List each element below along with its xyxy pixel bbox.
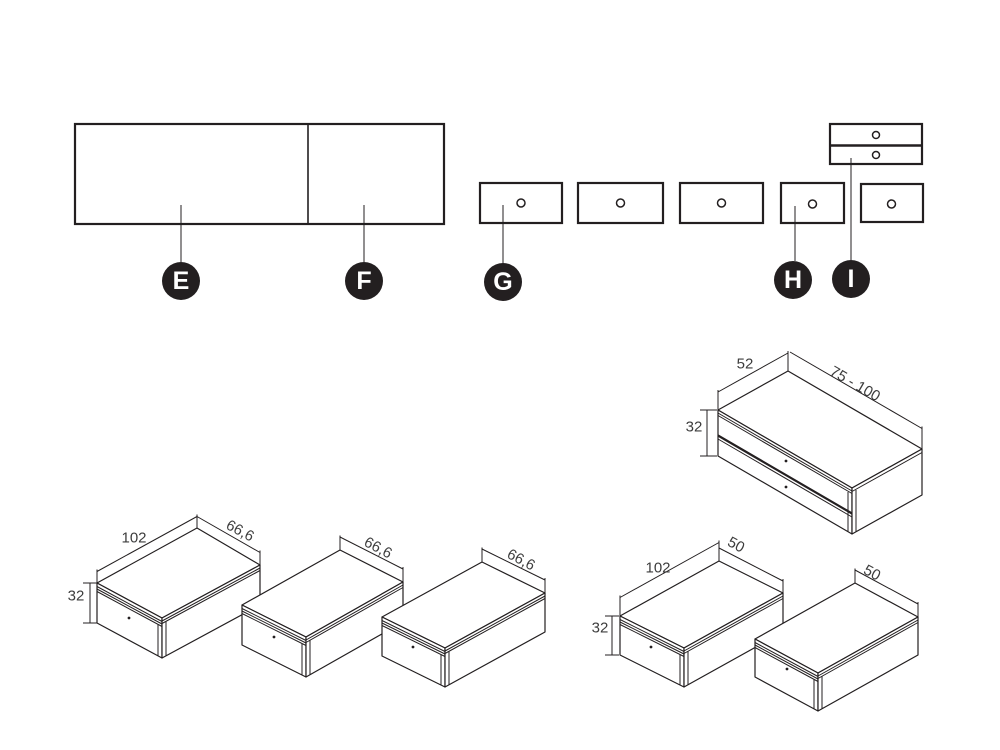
dim-line-width — [96, 516, 198, 572]
iso-unit-mid-single — [241, 535, 404, 678]
knob-dot-icon — [272, 635, 276, 639]
knob-icon — [871, 130, 881, 140]
front-view-drawer-2 — [576, 181, 665, 225]
drawer-divider — [717, 434, 853, 515]
dim-unit4-width: 102 — [645, 559, 671, 577]
knob-dot-icon — [785, 667, 789, 671]
iso-unit-single-50-left — [605, 540, 784, 688]
front-view-drawer-right — [859, 182, 925, 224]
front-view-drawer-3 — [678, 181, 765, 225]
dim-line-depth — [717, 352, 789, 393]
dim-line-depth — [481, 548, 546, 581]
knob-dot-icon — [784, 459, 788, 463]
knob-dot-icon — [411, 645, 415, 649]
knob-dot-icon — [784, 485, 788, 489]
iso-unit-single-50-right — [754, 568, 919, 712]
callout-i: I — [832, 260, 870, 298]
front-view-stacked-drawers-i — [828, 122, 924, 260]
knob-icon — [807, 199, 818, 209]
knob-icon — [871, 150, 881, 160]
dim-line-depth — [854, 569, 919, 605]
iso-unit-wide-single — [83, 514, 261, 659]
knob-dot-icon — [649, 645, 653, 649]
iso-unit-right-single — [381, 547, 546, 688]
dim-double-height: 32 — [685, 418, 703, 436]
callout-h: H — [774, 261, 812, 299]
dim-unit1-height: 32 — [67, 587, 85, 605]
knob-icon — [886, 199, 897, 209]
callout-e: E — [162, 262, 200, 300]
dim-line-depth — [196, 516, 261, 553]
knob-icon — [615, 198, 626, 208]
callout-g: G — [484, 263, 522, 301]
dim-line-depth — [339, 536, 404, 570]
iso-unit-double-drawer — [700, 351, 923, 535]
dim-line-depth — [718, 547, 784, 582]
knob-dot-icon — [127, 616, 131, 620]
front-view-drawer-h — [779, 181, 846, 261]
dim-line-width — [619, 542, 720, 598]
dim-double-depth: 52 — [736, 355, 754, 373]
knob-icon — [716, 198, 727, 208]
knob-icon — [516, 198, 526, 208]
callout-f: F — [345, 262, 383, 300]
front-view-double-door-unit-ef — [73, 122, 446, 262]
dim-unit4-height: 32 — [591, 619, 609, 637]
dim-unit1-width: 102 — [121, 529, 147, 547]
front-view-drawer-g — [478, 181, 564, 263]
dim-line-width — [789, 351, 923, 429]
